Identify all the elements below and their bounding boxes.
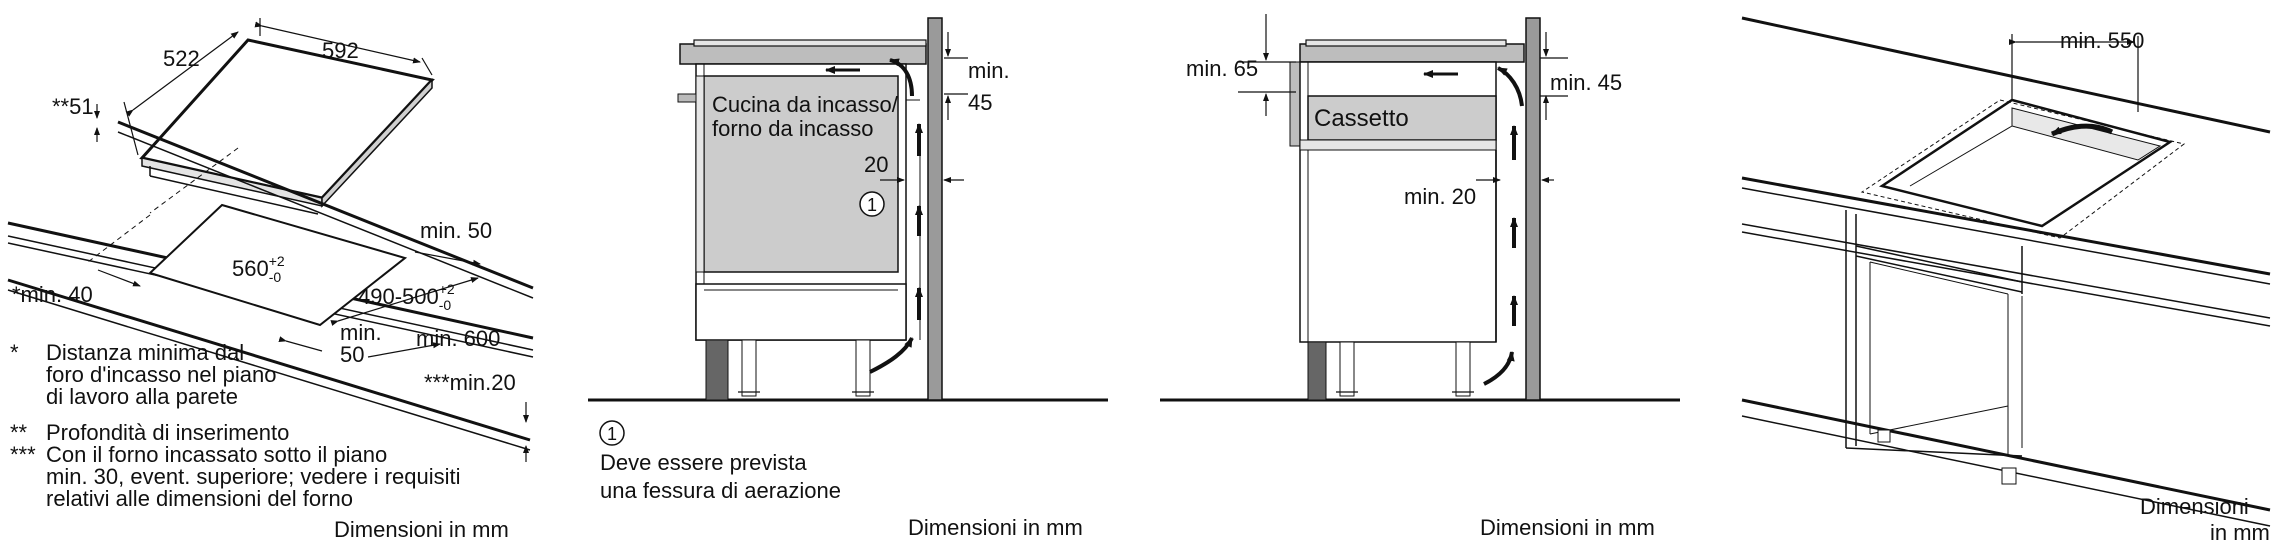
dim-min-50-value: 50 bbox=[340, 342, 364, 367]
dim-min-600: min. 600 bbox=[416, 326, 500, 351]
dim-min-50-top: min. 50 bbox=[420, 218, 492, 243]
panel-side-section-drawer: min. 65 min. 45 Cassetto min. 20 Dimensi… bbox=[1160, 14, 1680, 540]
note-callout-1: 1 bbox=[599, 420, 625, 446]
panel2-footer: Dimensioni in mm bbox=[908, 515, 1083, 540]
panel3-footer: Dimensioni in mm bbox=[1480, 515, 1655, 540]
svg-text:*: * bbox=[10, 340, 19, 365]
wall bbox=[927, 17, 943, 401]
dim-min-40: *min. 40 bbox=[12, 282, 93, 307]
svg-text:min. 30, event. superiore; ved: min. 30, event. superiore; vedere i requ… bbox=[46, 464, 461, 489]
dim-min-50-label: min. bbox=[340, 320, 382, 345]
panel-cooktop-cutout: 592 522 **51 560+2-0 490-500+2-0 min. 50… bbox=[7, 18, 534, 542]
panel4-footer-line2: in mm bbox=[2210, 520, 2270, 545]
worktop bbox=[1299, 43, 1525, 63]
svg-text:Profondità di inserimento: Profondità di inserimento bbox=[46, 420, 289, 445]
svg-text:**: ** bbox=[10, 420, 28, 445]
dim-560: 560+2-0 bbox=[232, 253, 285, 285]
drawer bbox=[1307, 95, 1497, 141]
oven bbox=[703, 75, 899, 273]
footnotes: * Distanza minima dal foro d'incasso nel… bbox=[10, 340, 461, 511]
dim-min-45-b: 45 bbox=[968, 90, 992, 115]
dim-592: 592 bbox=[322, 38, 359, 63]
worktop bbox=[679, 43, 927, 65]
dim-min-550: min. 550 bbox=[2060, 28, 2144, 53]
panel4-footer-line1: Dimensioni bbox=[2140, 494, 2249, 519]
dim-min-20: min. 20 bbox=[1404, 184, 1476, 209]
svg-text:relativi alle dimensioni del f: relativi alle dimensioni del forno bbox=[46, 486, 353, 511]
dim-min-45-a: min. bbox=[968, 58, 1010, 83]
svg-text:Distanza minima dal: Distanza minima dal bbox=[46, 340, 244, 365]
dim-20: 20 bbox=[864, 152, 888, 177]
oven-label-line2: forno da incasso bbox=[712, 116, 873, 141]
dim-min-20: ***min.20 bbox=[424, 370, 516, 395]
dim-522: 522 bbox=[163, 46, 200, 71]
panel-side-section-oven: Cucina da incasso/ forno da incasso min.… bbox=[588, 17, 1108, 540]
dim-51: **51 bbox=[52, 94, 94, 119]
dim-490-500: 490-500+2-0 bbox=[358, 281, 455, 313]
dim-min-45: min. 45 bbox=[1550, 70, 1622, 95]
panel-perspective-vent: min. 550 Dimensioni in mm bbox=[1741, 16, 2271, 545]
ventilation-note-line2: una fessura di aerazione bbox=[600, 478, 841, 503]
panel1-footer: Dimensioni in mm bbox=[334, 517, 509, 542]
svg-text:foro d'incasso nel piano: foro d'incasso nel piano bbox=[46, 362, 276, 387]
svg-text:***: *** bbox=[10, 442, 36, 467]
dim-min-65: min. 65 bbox=[1186, 56, 1258, 81]
svg-text:1: 1 bbox=[867, 195, 877, 215]
svg-text:1: 1 bbox=[607, 424, 617, 444]
svg-text:di lavoro alla parete: di lavoro alla parete bbox=[46, 384, 238, 409]
oven-label-line1: Cucina da incasso/ bbox=[712, 92, 899, 117]
wall bbox=[1525, 17, 1541, 401]
ventilation-note-line1: Deve essere prevista bbox=[600, 450, 807, 475]
drawer-label: Cassetto bbox=[1314, 105, 1409, 132]
vent-dashed bbox=[1860, 99, 2186, 239]
callout-1: 1 bbox=[859, 191, 885, 217]
svg-text:Con il forno incassato sotto i: Con il forno incassato sotto il piano bbox=[46, 442, 387, 467]
